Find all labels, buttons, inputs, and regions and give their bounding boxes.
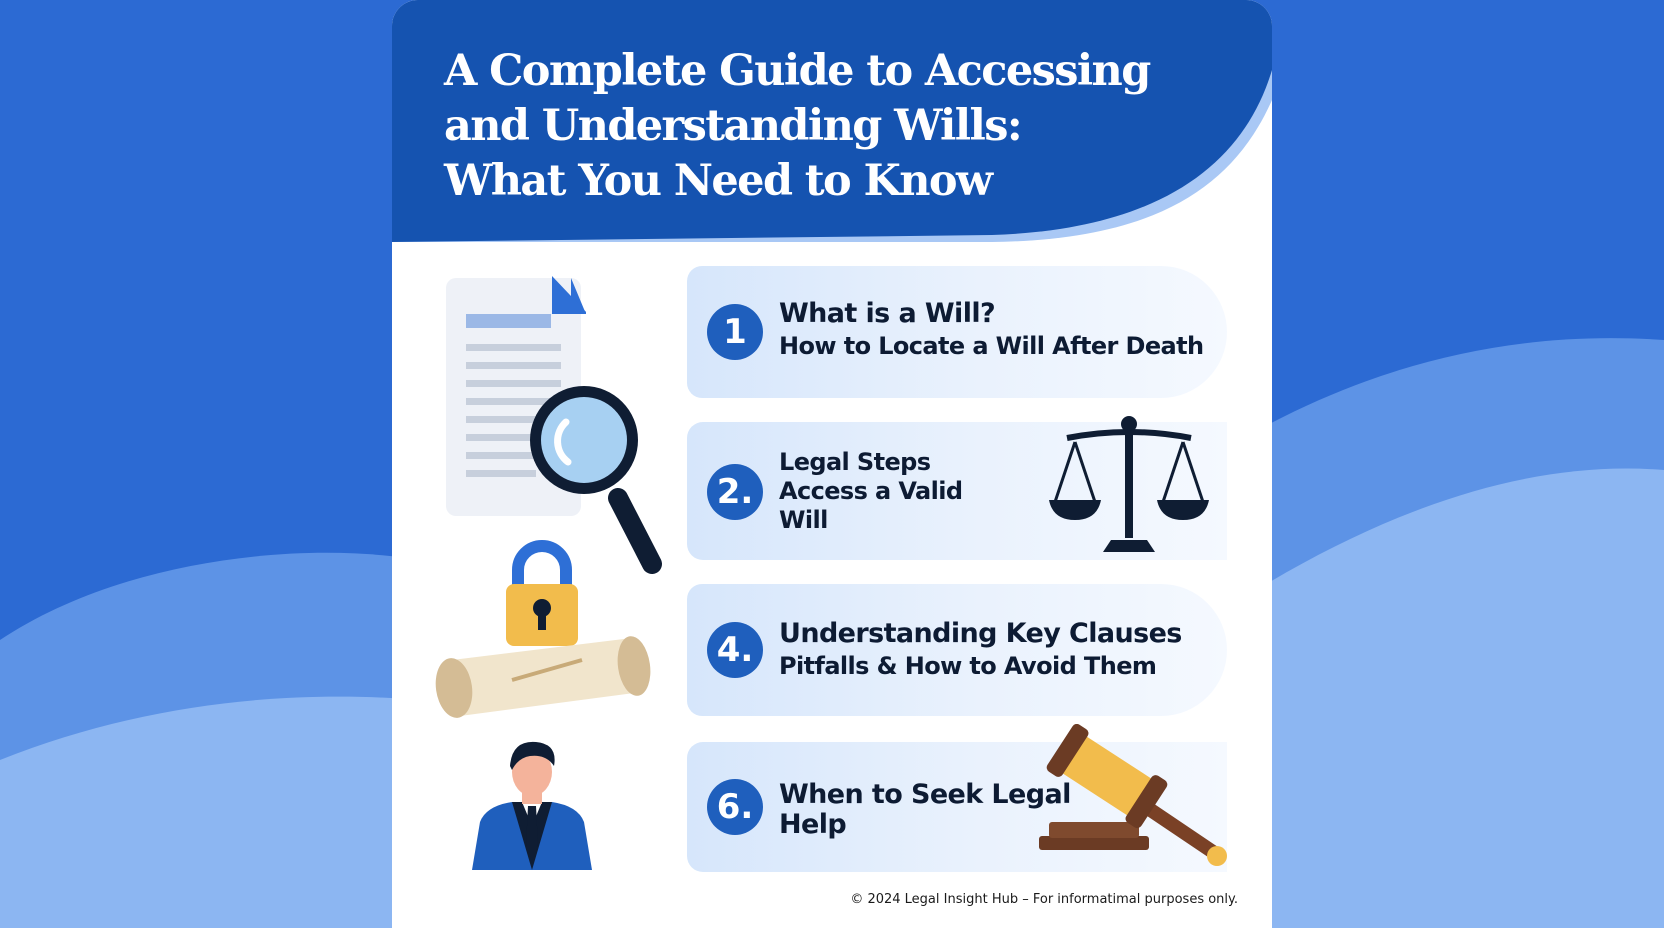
step-number: 2.	[707, 464, 763, 520]
infographic-card: A Complete Guide to Accessing and Unders…	[392, 0, 1272, 928]
list-item: 1 What is a Will? How to Locate a Will A…	[687, 266, 1227, 398]
lawyer-icon	[472, 741, 592, 870]
header-banner	[392, 0, 1272, 242]
item-text: Legal Steps Access a Valid Will	[779, 448, 963, 534]
step-number: 6.	[707, 779, 763, 835]
magnifier-icon	[530, 386, 662, 574]
list-item: 4. Understanding Key Clauses Pitfalls & …	[687, 584, 1227, 716]
item-text: What is a Will? How to Locate a Will Aft…	[779, 298, 1204, 360]
item-text: When to Seek Legal Help	[779, 779, 1071, 840]
list-item: 2. Legal Steps Access a Valid Will	[687, 416, 1227, 560]
gavel-icon	[1039, 724, 1227, 866]
padlock-icon	[506, 540, 578, 646]
list-item: 6. When to Seek Legal Help	[687, 724, 1227, 872]
step-number: 4.	[707, 622, 763, 678]
scales-icon	[1049, 416, 1209, 552]
scroll-icon	[435, 636, 651, 718]
page-title: A Complete Guide to Accessing and Unders…	[444, 46, 1151, 206]
footer-copyright: © 2024 Legal Insight Hub – For informati…	[850, 892, 1238, 907]
item-text: Understanding Key Clauses Pitfalls & How…	[779, 618, 1182, 680]
step-number: 1	[707, 304, 763, 360]
